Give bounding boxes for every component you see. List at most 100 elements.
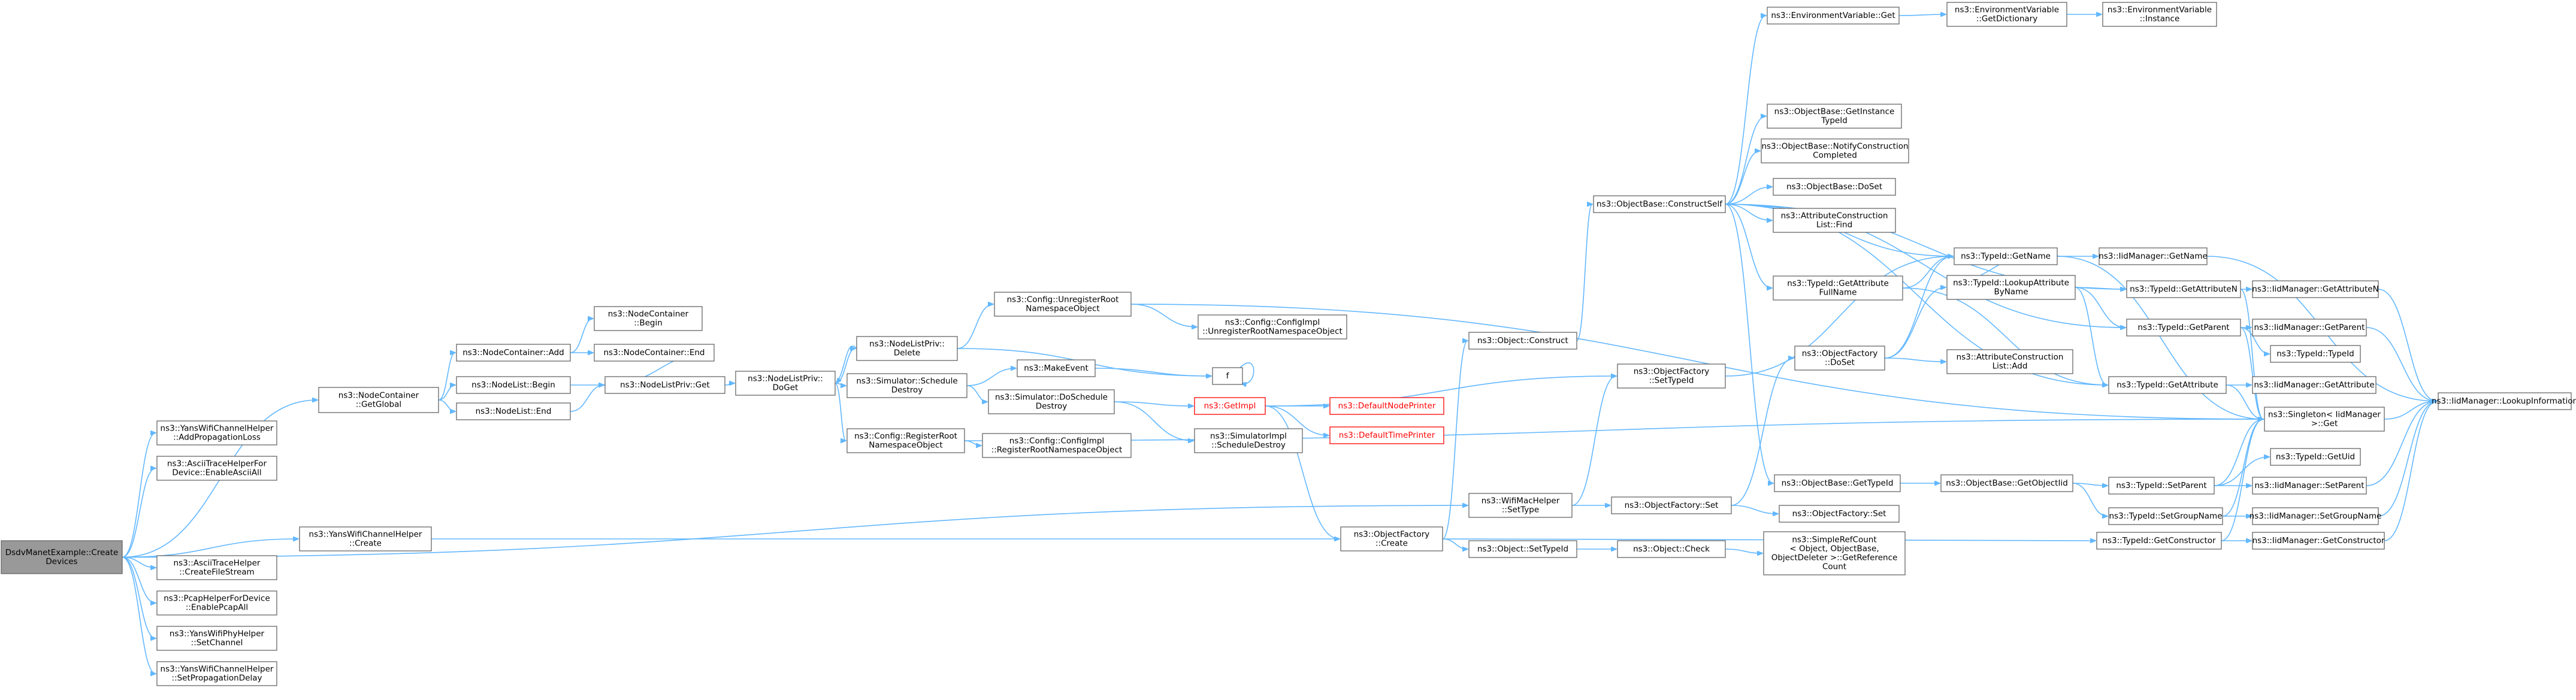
graph-node-iid-getname[interactable]: ns3::IidManager::GetName <box>2099 247 2208 265</box>
graph-node-objbase-constructself[interactable]: ns3::ObjectBase::ConstructSelf <box>1593 195 1726 213</box>
graph-node-default-node-printer[interactable]: ns3::DefaultNodePrinter <box>1329 397 1444 415</box>
graph-node-nlp-get[interactable]: ns3::NodeListPriv::Get <box>604 376 725 394</box>
graph-node-nlp-delete[interactable]: ns3::NodeListPriv::Delete <box>856 336 958 361</box>
graph-node-getimpl[interactable]: ns3::GetImpl <box>1194 397 1266 415</box>
node-box <box>2102 2 2217 27</box>
node-box <box>846 373 967 398</box>
graph-node-nc-begin[interactable]: ns3::NodeContainer::Begin <box>594 306 703 331</box>
node-label: ::UnregisterRootNamespaceObject <box>1202 327 1343 337</box>
graph-node-env-get[interactable]: ns3::EnvironmentVariable::Get <box>1767 7 1900 25</box>
node-box <box>1617 540 1726 558</box>
graph-node-wifimac-settype[interactable]: ns3::WifiMacHelper::SetType <box>1468 493 1573 518</box>
node-box <box>1194 397 1266 415</box>
call-edge <box>438 353 455 401</box>
node-layer: DsdvManetExample::CreateDevicesns3::Yans… <box>1 2 2576 686</box>
node-box <box>1946 275 2076 300</box>
call-edge <box>122 505 1468 558</box>
node-label: ns3::TypeId::SetGroupName <box>2109 511 2222 521</box>
node-label: ns3::IidManager::SetParent <box>2255 481 2365 490</box>
graph-node-yans-create[interactable]: ns3::YansWifiChannelHelper::Create <box>299 526 432 551</box>
node-box <box>2438 392 2572 410</box>
graph-node-iid-setparent[interactable]: ns3::IidManager::SetParent <box>2252 477 2367 495</box>
node-label: ns3::TypeId::GetParent <box>2137 323 2229 332</box>
graph-node-singleton-get[interactable]: ns3::Singleton< IidManager>::Get <box>2264 407 2385 432</box>
node-label: ns3::TypeId::GetName <box>1961 251 2051 261</box>
node-label: ns3::NodeListPriv:: <box>748 374 823 384</box>
graph-node-sim-schedule-destroy[interactable]: ns3::Simulator::ScheduleDestroy <box>846 373 967 398</box>
graph-node-make-event[interactable]: ns3::MakeEvent <box>1017 359 1096 377</box>
graph-node-iid-setgroupname[interactable]: ns3::IidManager::SetGroupName <box>2250 507 2382 525</box>
graph-node-objfactory-settypeid[interactable]: ns3::ObjectFactory::SetTypeId <box>1617 363 1726 389</box>
graph-node-cfgimpl-unregister-root[interactable]: ns3::Config::ConfigImpl::UnregisterRootN… <box>1198 314 1347 340</box>
graph-node-nl-begin[interactable]: ns3::NodeList::Begin <box>456 376 571 394</box>
graph-node-pcap-enable-all[interactable]: ns3::PcapHelperForDevice::EnablePcapAll <box>156 590 277 616</box>
graph-node-typeid-setparent[interactable]: ns3::TypeId::SetParent <box>2108 477 2215 495</box>
graph-node-default-time-printer[interactable]: ns3::DefaultTimePrinter <box>1329 426 1444 444</box>
graph-node-typeid-getattributen[interactable]: ns3::TypeId::GetAttributeN <box>2126 280 2241 298</box>
graph-node-env-instance[interactable]: ns3::EnvironmentVariable::Instance <box>2102 2 2217 27</box>
graph-node-typeid-getattribute[interactable]: ns3::TypeId::GetAttribute <box>2108 376 2227 394</box>
graph-node-objfactory-doset[interactable]: ns3::ObjectFactory::DoSet <box>1794 346 1885 371</box>
graph-node-iid-getparent[interactable]: ns3::IidManager::GetParent <box>2252 319 2367 337</box>
node-box <box>2099 247 2208 265</box>
node-box <box>156 590 277 616</box>
graph-node-obj-settypeid[interactable]: ns3::Object::SetTypeId <box>1468 540 1577 558</box>
call-edge <box>1725 187 1772 205</box>
graph-node-yans-set-prop-delay[interactable]: ns3::YansWifiChannelHelper::SetPropagati… <box>156 661 277 686</box>
graph-node-typeid-getconstructor[interactable]: ns3::TypeId::GetConstructor <box>2096 532 2222 550</box>
graph-node-yans-add-prop-loss[interactable]: ns3::YansWifiChannelHelper::AddPropagati… <box>156 420 277 446</box>
graph-node-nlp-doget[interactable]: ns3::NodeListPriv::DoGet <box>735 371 836 396</box>
graph-node-iid-getattribute[interactable]: ns3::IidManager::GetAttribute <box>2252 376 2377 394</box>
graph-node-typeid-getname[interactable]: ns3::TypeId::GetName <box>1954 247 2058 265</box>
graph-node-cfgimpl-register-root[interactable]: ns3::Config::ConfigImpl::RegisterRootNam… <box>982 433 1132 458</box>
graph-node-yans-phy-setchannel[interactable]: ns3::YansWifiPhyHelper::SetChannel <box>156 626 277 651</box>
call-edge <box>966 368 1016 386</box>
graph-node-obj-check[interactable]: ns3::Object::Check <box>1617 540 1726 558</box>
node-box <box>1773 178 1896 196</box>
graph-node-typeid-getparent[interactable]: ns3::TypeId::GetParent <box>2126 319 2241 337</box>
graph-node-nl-end[interactable]: ns3::NodeList::End <box>456 402 571 420</box>
graph-node-obj-construct[interactable]: ns3::Object::Construct <box>1468 332 1577 350</box>
graph-node-cfg-unregister-root[interactable]: ns3::Config::UnregisterRootNamespaceObje… <box>994 292 1132 317</box>
call-edge <box>122 556 156 604</box>
call-edge <box>1731 358 1794 506</box>
call-edge <box>1725 151 1760 205</box>
node-label: ns3::TypeId::TypeId <box>2276 349 2354 359</box>
node-label: ns3::NodeContainer <box>338 391 419 401</box>
graph-node-iid-getattributen[interactable]: ns3::IidManager::GetAttributeN <box>2252 280 2379 298</box>
graph-node-objfactory-set[interactable]: ns3::ObjectFactory::Set <box>1611 496 1732 514</box>
node-box <box>604 376 725 394</box>
graph-node-objbase-notify[interactable]: ns3::ObjectBase::NotifyConstructionCompl… <box>1761 138 1909 163</box>
graph-node-iid-getconstructor[interactable]: ns3::IidManager::GetConstructor <box>2252 532 2385 550</box>
graph-node-nc-end[interactable]: ns3::NodeContainer::End <box>594 344 715 362</box>
graph-node-ascii-enable-all[interactable]: ns3::AsciiTraceHelperForDevice::EnableAs… <box>156 456 277 481</box>
graph-node-nc-getglobal[interactable]: ns3::NodeContainer::GetGlobal <box>318 387 439 413</box>
call-edge <box>1898 14 1946 16</box>
graph-node-env-getdict[interactable]: ns3::EnvironmentVariable::GetDictionary <box>1946 2 2067 27</box>
graph-node-simimpl-schedule-destroy[interactable]: ns3::SimulatorImpl::ScheduleDestroy <box>1194 428 1303 453</box>
graph-node-f-node[interactable]: f <box>1212 367 1243 385</box>
graph-node-objfactory-set2[interactable]: ns3::ObjectFactory::Set <box>1779 505 1900 523</box>
graph-node-typeid-typeid[interactable]: ns3::TypeId::TypeId <box>2270 345 2361 363</box>
node-label: ns3::EnvironmentVariable::Get <box>1771 11 1895 20</box>
graph-node-iid-lookupinfo[interactable]: ns3::IidManager::LookupInformation <box>2432 392 2576 410</box>
graph-node-objbase-getobjectiid[interactable]: ns3::ObjectBase::GetObjectIid <box>1940 474 2073 492</box>
graph-node-objbase-gettypeid[interactable]: ns3::ObjectBase::GetTypeId <box>1774 474 1901 492</box>
graph-node-typeid-setgroupname[interactable]: ns3::TypeId::SetGroupName <box>2108 507 2223 525</box>
graph-node-nc-add[interactable]: ns3::NodeContainer::Add <box>456 344 571 362</box>
graph-node-objbase-doset[interactable]: ns3::ObjectBase::DoSet <box>1773 178 1896 196</box>
graph-node-objfactory-create[interactable]: ns3::ObjectFactory::Create <box>1340 526 1443 551</box>
call-edge <box>1576 204 1592 341</box>
graph-node-cfg-register-root[interactable]: ns3::Config::RegisterRootNamespaceObject <box>846 428 965 453</box>
graph-node-ascii-create-file[interactable]: ns3::AsciiTraceHelper::CreateFileStream <box>156 555 277 580</box>
call-edge <box>1725 116 1766 205</box>
graph-node-simplerefcount-getref[interactable]: ns3::SimpleRefCount< Object, ObjectBase,… <box>1763 531 1906 575</box>
graph-node-typeid-getuid[interactable]: ns3::TypeId::GetUid <box>2270 448 2361 466</box>
